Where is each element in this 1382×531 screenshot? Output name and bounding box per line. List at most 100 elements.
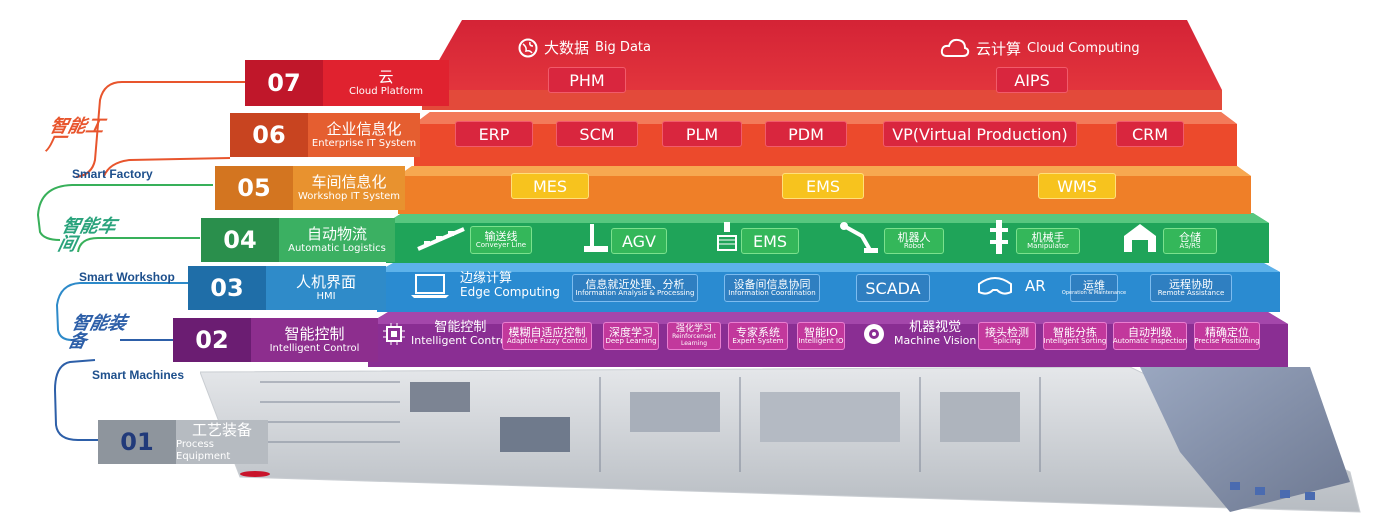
tab-03-hmi[interactable]: 03 人机界面 HMI — [188, 266, 386, 310]
layer2-mv-group: 机器视觉 Machine Vision — [862, 320, 976, 347]
tab-01-process-equipment[interactable]: 01 工艺装备 Process Equipment — [98, 420, 268, 464]
pill-zh: 模糊自适应控制 — [508, 325, 586, 339]
tab-label-zh: 企业信息化 — [326, 119, 402, 138]
pill-en: Expert System — [732, 337, 784, 346]
cloud-icon — [940, 38, 970, 57]
pill-pdm[interactable]: PDM — [765, 121, 847, 147]
side-caption-workshop: Smart Workshop — [79, 270, 175, 284]
pill-zh: 输送线 — [484, 229, 518, 243]
pill-en: Information Coordination — [728, 289, 816, 298]
pill-wms[interactable]: WMS — [1038, 173, 1116, 199]
pill-scada[interactable]: SCADA — [856, 274, 930, 302]
mv-label-zh: 机器视觉 — [909, 320, 962, 335]
pill-aips[interactable]: AIPS — [996, 67, 1068, 93]
pill-en: Intelligent Sorting — [1043, 337, 1107, 346]
tab-number: 07 — [245, 60, 323, 106]
pill-en: Information Analysis & Processing — [575, 289, 695, 298]
camera-icon — [864, 324, 884, 345]
pill-phm[interactable]: PHM — [548, 67, 626, 93]
tab-06-enterprise-it[interactable]: 06 企业信息化 Enterprise IT System — [230, 113, 420, 157]
pill-zh: 机器人 — [897, 230, 931, 244]
tab-label-zh: 人机界面 — [295, 272, 356, 291]
pill-erp[interactable]: ERP — [455, 121, 533, 147]
bigdata-zh: 大数据 — [544, 39, 590, 57]
pill-zh: 自动判级 — [1128, 325, 1172, 339]
bigdata-group: 大数据 Big Data — [518, 37, 651, 58]
tab-label-en: HMI — [316, 290, 336, 302]
tab-label-en: Intelligent Control — [269, 342, 360, 354]
pill-zh: 信息就近处理、分析 — [585, 277, 685, 291]
tab-04-automatic-logistics[interactable]: 04 自动物流 Automatic Logistics — [201, 218, 395, 262]
pill-en: Precise Positioning — [1194, 337, 1260, 346]
tab-07-cloud-platform[interactable]: 07 云 Cloud Platform — [245, 60, 449, 106]
tab-05-workshop-it[interactable]: 05 车间信息化 Workshop IT System — [215, 166, 405, 210]
pill-zh: 深度学习 — [609, 325, 653, 339]
layer3-edge-group: 边缘计算 Edge Computing — [410, 271, 560, 300]
ar-label: AR — [1025, 277, 1046, 295]
pill-ems-logistics[interactable]: EMS — [741, 228, 799, 254]
agv-icon — [584, 224, 608, 252]
tab-02-intelligent-control[interactable]: 02 智能控制 Intelligent Control — [173, 318, 378, 362]
pill-scm[interactable]: SCM — [556, 121, 638, 147]
pill-en: Robot — [903, 242, 925, 251]
pill-agv[interactable]: AGV — [611, 228, 667, 254]
globe-icon — [518, 38, 538, 57]
pill-en: AS/RS — [1179, 242, 1201, 251]
side-title-factory: 智能工厂 — [43, 116, 107, 155]
pill-zh: 强化学习 — [675, 323, 712, 334]
chip-icon — [383, 323, 405, 346]
tab-label-zh: 智能控制 — [284, 324, 345, 343]
pill-zh: 仓储 — [1179, 230, 1201, 244]
cloud-en: Cloud Computing — [1027, 40, 1140, 56]
pill-en: Operation & Maintenance — [1061, 290, 1127, 297]
robot-arm-icon — [840, 222, 878, 253]
pill-zh: 运维 — [1083, 278, 1105, 292]
side-caption-machines: Smart Machines — [92, 368, 185, 382]
pill-en: Remote Assistance — [1157, 289, 1225, 298]
pill-en: Manipulator — [1027, 242, 1069, 251]
tab-label-zh: 车间信息化 — [311, 172, 387, 191]
cloud-zh: 云计算 — [976, 39, 1022, 58]
ems-monorail-icon — [717, 222, 737, 251]
ic-label-en: Intelligent Control — [411, 334, 510, 348]
warehouse-icon — [1124, 224, 1156, 252]
pill-en: Intelligent IO — [798, 337, 844, 346]
edge-label-en: Edge Computing — [460, 285, 560, 300]
side-title-workshop: 智能车间 — [55, 216, 119, 255]
pill-vp[interactable]: VP(Virtual Production) — [883, 121, 1077, 147]
layer3-ar-group: AR — [975, 274, 1046, 298]
pill-zh: 专家系统 — [736, 325, 780, 339]
cloud-computing-group: 云计算 Cloud Computing — [940, 37, 1140, 59]
tab-label-en: Cloud Platform — [349, 85, 423, 97]
pill-mes[interactable]: MES — [511, 173, 589, 199]
conveyor-icon — [417, 227, 465, 251]
pill-crm[interactable]: CRM — [1116, 121, 1184, 147]
pill-en: Reinforcement Learning — [672, 333, 716, 347]
ic-label-zh: 智能控制 — [434, 320, 487, 335]
pill-ems-workshop[interactable]: EMS — [782, 173, 864, 199]
pill-plm[interactable]: PLM — [662, 121, 742, 147]
pill-zh: 接头检测 — [985, 325, 1029, 339]
pill-en: Adaptive Fuzzy Control — [506, 337, 588, 346]
tab-number: 01 — [98, 420, 176, 464]
tab-label-en: Enterprise IT System — [311, 137, 417, 149]
pill-zh: 机械手 — [1031, 230, 1065, 244]
